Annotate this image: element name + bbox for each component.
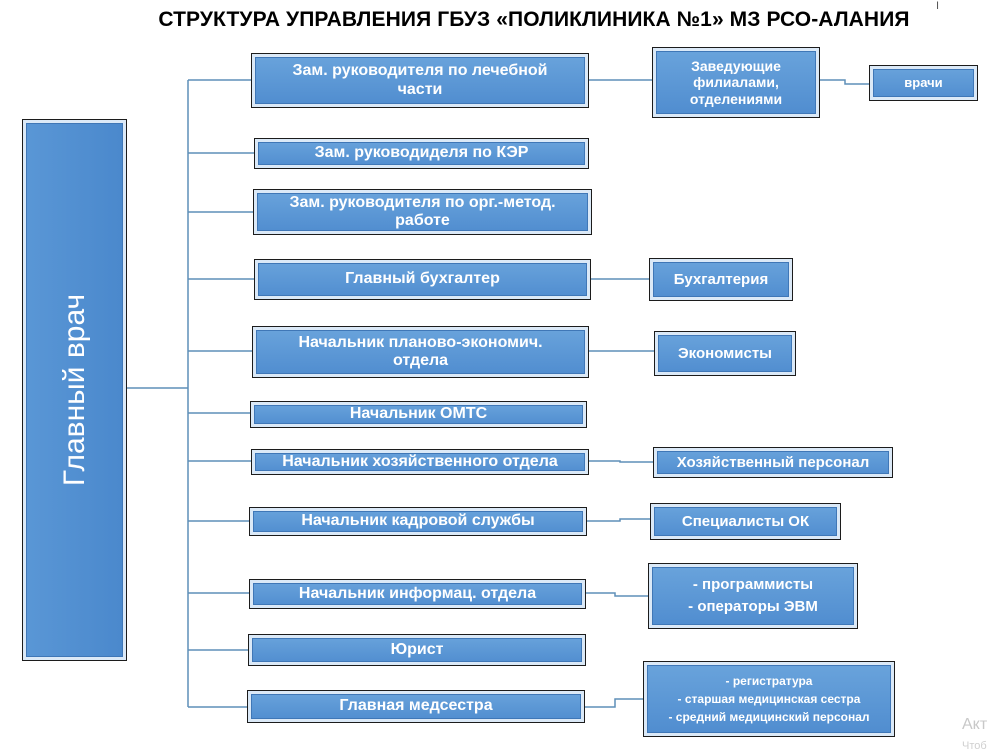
deputy-org-box: Зам. руководителя по орг.-метод. работе [253,189,592,235]
connector-hr-unit [587,518,650,522]
nurse-staff-item-senior-nurse: - старшая медицинская сестра [677,692,861,706]
nurse-staff-box: - регистратура - старшая медицинская сес… [643,661,895,737]
accounting-box: Бухгалтерия [649,258,793,301]
branch-heads-box: Заведующие филиалами, отделениями [652,47,820,118]
chief-accountant-box: Главный бухгалтер [254,259,591,300]
connector-heads-doctors [820,79,869,85]
hr-head-box: Начальник кадровой службы [249,507,587,536]
lawyer-label: Юрист [390,640,444,658]
deputy-org-line2: работе [395,212,450,229]
doctors-box: врачи [869,65,978,101]
connector-household-unit [589,460,653,463]
household-staff-box: Хозяйственный персонал [653,447,893,478]
planning-head-line1: Начальник планово-экономич. [298,333,543,351]
nurse-staff-item-registry: - регистратура [725,674,813,688]
deputy-org-line1: Зам. руководителя по орг.-метод. [289,193,556,211]
head-nurse-label: Главная медсестра [339,697,493,715]
omts-head-box: Начальник ОМТС [250,401,587,428]
activation-watermark-line1: Акт [962,716,988,733]
household-head-box: Начальник хозяйственного отдела [251,449,589,475]
hr-specialists-box: Специалисты ОК [650,503,841,540]
chief-doctor-box: Главный врач [22,119,127,661]
household-staff-label: Хозяйственный персонал [676,453,870,471]
economists-label: Экономисты [678,344,772,362]
planning-head-line2: отдела [392,352,449,369]
nurse-staff-item-nursing-staff: - средний медицинский персонал [668,710,870,724]
connector-nurse-unit [585,698,643,708]
deputy-medical-line1: Зам. руководителя по лечебной [292,62,548,80]
it-staff-item-programmers: - программисты [692,575,814,593]
branch-heads-line2: филиалами, [693,74,779,91]
doctors-label: врачи [904,74,943,90]
deputy-ker-box: Зам. руководиделя по КЭР [254,138,589,169]
accounting-label: Бухгалтерия [673,270,769,288]
it-staff-box: - программисты - операторы ЭВМ [648,563,858,629]
it-staff-item-operators: - операторы ЭВМ [688,598,818,615]
deputy-ker-label: Зам. руководиделя по КЭР [314,144,529,162]
page-title: СТРУКТУРА УПРАВЛЕНИЯ ГБУЗ «ПОЛИКЛИНИКА №… [158,8,910,31]
deputy-medical-box: Зам. руководителя по лечебной части [251,53,589,108]
connector-it-unit [586,592,648,597]
branch-heads-line3: отделениями [689,90,783,107]
household-head-label: Начальник хозяйственного отдела [282,452,558,470]
deputy-medical-line2: части [397,80,443,98]
activation-watermark-line2: Чтоб [962,740,987,752]
omts-head-label: Начальник ОМТС [349,405,488,423]
hr-head-label: Начальник кадровой службы [301,512,535,530]
head-nurse-box: Главная медсестра [247,690,585,723]
hr-specialists-label: Специалисты ОК [681,512,810,530]
lawyer-box: Юрист [248,634,586,666]
text-cursor-icon: I [936,0,940,12]
chief-accountant-label: Главный бухгалтер [345,270,500,288]
planning-head-box: Начальник планово-экономич. отдела [252,326,589,378]
it-head-label: Начальник информац. отдела [298,584,537,602]
economists-box: Экономисты [654,331,796,376]
chief-doctor-label: Главный врач [57,293,91,487]
it-head-box: Начальник информац. отдела [249,579,586,609]
branch-heads-line1: Заведующие [691,58,781,75]
